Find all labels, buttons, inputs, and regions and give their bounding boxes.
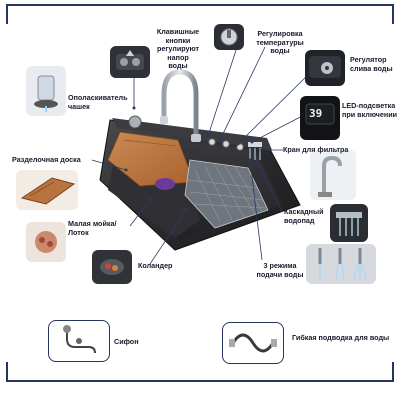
label-hose: Гибкая подводка для воды bbox=[292, 333, 390, 342]
label-temperature: Регулировка температуры воды bbox=[256, 29, 304, 56]
label-cup-rinser: Ополаскиватель чашек bbox=[68, 93, 128, 111]
label-filter-tap: Кран для фильтра bbox=[283, 145, 349, 154]
control-knob-3 bbox=[236, 143, 244, 151]
thumb-cascade bbox=[330, 204, 368, 242]
purple-tray bbox=[155, 178, 175, 190]
control-knob-2 bbox=[222, 140, 230, 148]
thumb-small-sink bbox=[26, 222, 66, 262]
thumb-colander bbox=[92, 250, 132, 284]
bottom-frame-line bbox=[6, 380, 394, 382]
label-led: LED-подсветка при включении bbox=[342, 101, 398, 119]
thumb-drain bbox=[305, 50, 345, 86]
thumb-cutting-board bbox=[16, 170, 78, 210]
thumb-temperature bbox=[214, 24, 244, 50]
label-cascade: Каскадный водопад bbox=[284, 207, 324, 225]
led-display-value: 39 bbox=[309, 107, 323, 120]
colander-basket bbox=[184, 159, 269, 229]
left-frame-edge bbox=[6, 4, 8, 24]
thumb-buttons bbox=[110, 46, 150, 78]
label-siphon: Сифон bbox=[114, 337, 139, 346]
label-water-modes: 3 режима подачи воды bbox=[256, 261, 304, 279]
top-frame-line bbox=[6, 4, 394, 6]
thumb-cup-rinser bbox=[26, 66, 66, 116]
right-frame-edge-bottom bbox=[392, 362, 394, 382]
thumb-water-modes bbox=[306, 244, 376, 284]
right-frame-edge bbox=[392, 4, 394, 24]
thumb-led: 39 bbox=[300, 96, 340, 140]
label-drain: Регулятор слива воды bbox=[350, 55, 393, 73]
label-cutting-board: Разделочная доска bbox=[12, 155, 81, 164]
thumb-siphon bbox=[48, 320, 110, 362]
thumb-filter-tap bbox=[310, 150, 356, 200]
label-buttons: Клавишные кнопки регулируют напор воды bbox=[156, 27, 200, 71]
cup-rinser bbox=[128, 115, 142, 129]
label-small-sink: Малая мойка/ Лоток bbox=[68, 219, 117, 237]
sink-back-ledge bbox=[112, 118, 272, 150]
control-knob-1 bbox=[208, 138, 216, 146]
gooseneck-faucet bbox=[161, 69, 199, 141]
left-frame-edge-bottom bbox=[6, 362, 8, 382]
thumb-hose bbox=[222, 322, 284, 364]
label-colander: Коландер bbox=[138, 261, 173, 270]
